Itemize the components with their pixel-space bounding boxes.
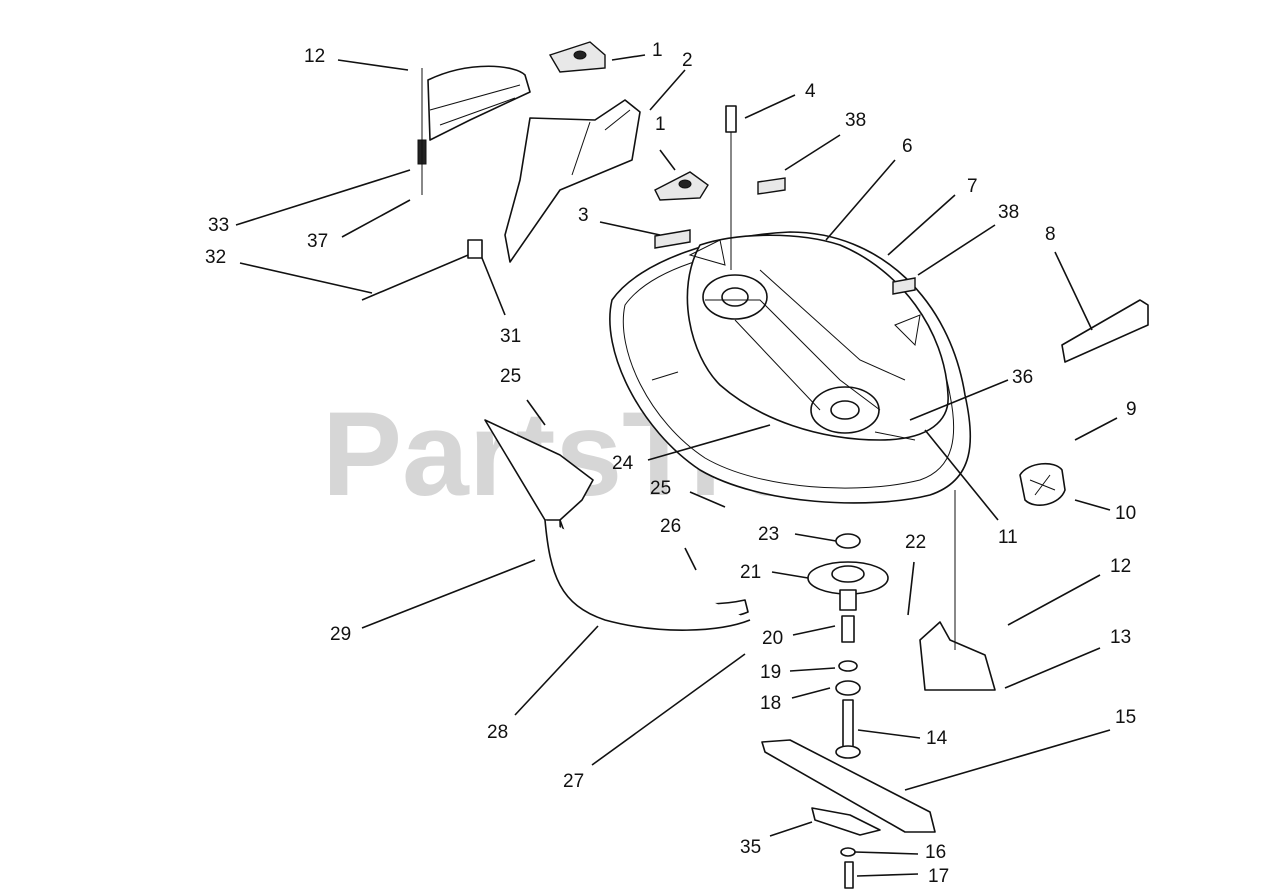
callout-14: 14 [926,728,948,749]
callout-29: 29 [330,624,351,645]
callout-28: 28 [487,722,508,743]
washer-16 [840,847,856,857]
callout-22: 22 [905,532,926,553]
callout-25: 25 [650,478,671,499]
callout-labels: 12 1 2 1 4 38 6 7 38 8 3 33 37 32 31 25 … [205,40,1137,887]
callout-18: 18 [760,693,781,714]
mulch-plate [919,621,996,691]
callout-1: 1 [652,40,663,61]
mounting-plates [548,41,709,201]
discharge-chute [427,65,641,263]
rod-assembly [361,68,483,301]
callout-12: 12 [1110,556,1131,577]
callout-24: 24 [612,453,634,474]
callout-15: 15 [1115,707,1136,728]
callout-38: 38 [998,202,1019,223]
callout-32: 32 [205,247,226,268]
spindle-assembly [807,533,889,759]
callout-12: 12 [304,46,325,67]
callout-33: 33 [208,215,229,236]
leader-lines [235,54,1118,877]
callout-3: 3 [578,205,589,226]
callout-35: 35 [740,837,761,858]
callout-19: 19 [760,662,781,683]
callout-7: 7 [967,176,978,197]
blade [761,739,936,833]
callout-26: 26 [660,516,681,537]
callout-38: 38 [845,110,866,131]
callout-23: 23 [758,524,779,545]
callout-27: 27 [563,771,584,792]
callout-31: 31 [500,326,521,347]
callout-10: 10 [1115,503,1136,524]
adapter-35 [811,807,881,836]
callout-20: 20 [762,628,783,649]
label-38b [892,277,916,295]
callout-9: 9 [1126,399,1137,420]
deck-housing [609,231,972,504]
label-3 [654,229,691,249]
plate-8 [1061,299,1149,363]
callout-17: 17 [928,866,949,887]
callout-16: 16 [925,842,946,863]
callout-1: 1 [655,114,666,135]
callout-6: 6 [902,136,913,157]
bolt-17 [844,861,854,889]
callout-4: 4 [805,81,816,102]
callout-8: 8 [1045,224,1056,245]
callout-37: 37 [307,231,328,252]
callout-36: 36 [1012,367,1033,388]
callout-11: 11 [998,527,1018,548]
callout-13: 13 [1110,627,1131,648]
pin-part [725,105,737,270]
cap-10 [1019,462,1066,506]
callout-25: 25 [500,366,521,387]
label-38a [757,177,786,195]
side-baffle [484,419,751,631]
callout-2: 2 [682,50,693,71]
callout-21: 21 [740,562,761,583]
